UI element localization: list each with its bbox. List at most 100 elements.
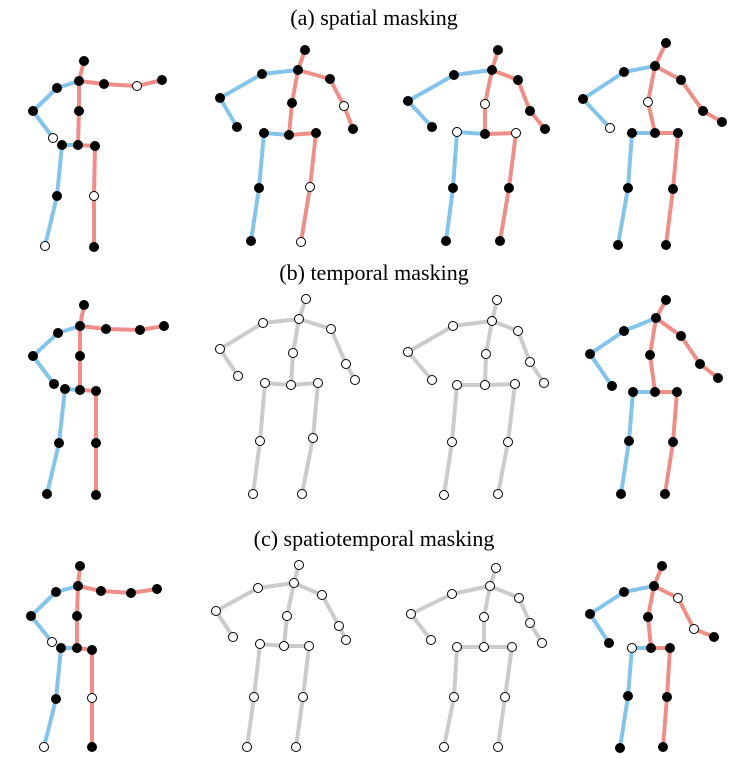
bone-lknee-lank: [42, 697, 58, 749]
bone-neck-spine: [646, 64, 657, 104]
bone-lsh-lel: [29, 590, 58, 618]
bone-rsh-rel: [320, 593, 341, 628]
joint-lknee-masked: [249, 692, 259, 702]
bone-neck-lsh: [452, 68, 494, 77]
joint-rhip-masked: [507, 642, 517, 652]
skeleton-4c: [585, 561, 719, 753]
joint-rhip-masked: [511, 128, 521, 138]
joint-rwr-masked: [539, 378, 549, 388]
joint-lknee-masked: [449, 692, 459, 702]
joint-rank: [495, 236, 505, 246]
joint-rel-masked: [334, 621, 344, 631]
joint-lel: [585, 349, 595, 359]
joint-hip-masked: [279, 641, 289, 651]
joint-rsh: [99, 79, 109, 89]
bone-lhip-lknee: [452, 645, 459, 699]
bone-lsh-lel: [588, 329, 626, 356]
joint-lsh: [619, 67, 629, 77]
bone-lknee-lank: [251, 439, 262, 496]
bone-lknee-lank: [619, 439, 631, 496]
joint-lknee-masked: [447, 437, 457, 447]
bone-lknee-lank: [618, 694, 630, 750]
bone-lel-lwr: [581, 97, 612, 130]
caption-spatial-masking: (a) spatial masking: [290, 5, 458, 30]
joint-lank-masked: [439, 490, 449, 500]
bone-rsh-rel: [516, 78, 532, 113]
joint-rel: [698, 106, 708, 116]
joint-rel-masked: [525, 618, 535, 628]
bone-hip-rhip: [483, 382, 517, 387]
joint-spine-masked: [282, 611, 292, 621]
bone-rknee-rank: [664, 187, 675, 247]
joint-lank-masked: [242, 742, 252, 752]
joint-lhip: [60, 384, 70, 394]
bone-lel-lwr: [31, 354, 56, 386]
joint-lwr-masked: [48, 133, 58, 143]
joint-rknee: [662, 692, 672, 702]
joint-rknee-masked: [500, 692, 510, 702]
joint-lsh: [53, 328, 63, 338]
joint-lsh: [52, 83, 62, 93]
skeleton-3b: [403, 295, 549, 500]
joint-lel-masked: [403, 347, 413, 357]
joint-neck: [74, 76, 84, 86]
bone-neck-spine: [648, 316, 658, 357]
joint-rel-masked: [132, 81, 142, 91]
bone-hip-rhip: [483, 131, 518, 136]
joint-lhip-masked: [452, 380, 462, 390]
joint-spine-masked: [643, 97, 653, 107]
joint-lwr-masked: [47, 637, 57, 647]
bone-lel-lwr: [31, 109, 55, 140]
joint-rel-masked: [525, 357, 535, 367]
joint-neck: [649, 581, 659, 591]
skeleton-1b: [28, 300, 169, 500]
bone-lsh-lel: [31, 86, 59, 113]
bone-rknee-rank: [299, 185, 312, 244]
joint-lank-masked: [39, 742, 49, 752]
joint-hip-masked: [286, 380, 296, 390]
bone-lknee-lank: [442, 695, 456, 749]
bone-lknee-lank: [249, 186, 261, 243]
joint-lhip-masked: [260, 378, 270, 388]
joint-spine: [287, 98, 297, 108]
joint-spine: [72, 611, 82, 621]
joint-lknee: [623, 691, 633, 701]
bone-lel-lwr: [406, 99, 434, 129]
skeleton-4b: [585, 295, 723, 499]
joint-rwr: [709, 632, 719, 642]
joint-rwr: [157, 75, 167, 85]
bone-neck-lsh: [260, 68, 300, 76]
joint-rsh-masked: [514, 593, 524, 603]
joint-rsh: [325, 74, 335, 84]
bone-neck-rsh: [488, 584, 521, 600]
bone-lsh-lel: [406, 324, 455, 354]
joint-neck: [75, 321, 85, 331]
joint-rank-masked: [296, 237, 306, 247]
joint-rsh: [513, 75, 523, 85]
skeleton-2b: [215, 294, 360, 499]
joint-lhip: [259, 128, 269, 138]
joint-rel: [135, 325, 145, 335]
joint-lhip-masked: [452, 642, 462, 652]
joint-rhip: [672, 387, 682, 397]
joint-lwr: [232, 122, 242, 132]
joint-hip: [650, 128, 660, 138]
joint-rank: [89, 242, 99, 252]
bone-spine-hip: [76, 109, 81, 147]
bone-rhip-rknee: [507, 131, 518, 190]
bone-spine-hip: [289, 351, 295, 387]
joint-rank-masked: [493, 742, 503, 752]
bone-neck-rsh: [296, 68, 332, 81]
bone-lknee-lank: [616, 186, 630, 247]
joint-head: [79, 300, 89, 310]
joint-lel: [215, 93, 225, 103]
joint-lank: [615, 743, 625, 753]
bone-lsh-lel: [218, 321, 265, 351]
joint-lwr-masked: [228, 632, 238, 642]
joint-spine-masked: [481, 349, 491, 359]
bone-spine-hip: [287, 101, 294, 137]
joint-head-masked: [491, 563, 501, 573]
bone-lel-lwr: [409, 612, 433, 642]
bone-rsh-rel: [516, 329, 532, 364]
